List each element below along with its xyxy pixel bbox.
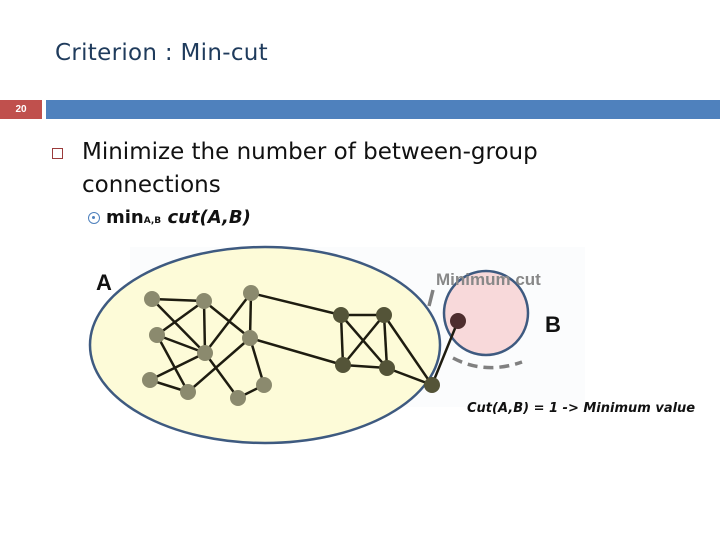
graph-edge <box>250 291 342 317</box>
graph-node <box>335 357 351 373</box>
graph-node <box>379 360 395 376</box>
group-b-label: B <box>545 312 561 337</box>
graph-node <box>144 291 160 307</box>
graph-edge <box>204 292 252 354</box>
bullet-text: Minimize the number of between-group con… <box>82 139 538 198</box>
cut-line-top <box>427 289 435 307</box>
graph-node <box>230 390 246 406</box>
cut-caption: Cut(A,B) = 1 -> Minimum value <box>467 401 696 416</box>
group-b-region <box>442 269 530 357</box>
graph-edge <box>187 337 251 393</box>
graph-edge <box>203 300 251 339</box>
graph-edge <box>430 320 460 386</box>
slide-title: Criterion : Min-cut <box>55 40 268 66</box>
header-accent-bar <box>46 100 720 119</box>
square-bullet-icon <box>52 148 63 159</box>
graph-node <box>333 307 349 323</box>
graph-node <box>142 372 158 388</box>
graph-node <box>243 285 259 301</box>
graph-edge <box>386 366 433 387</box>
formula-subscript: A,B <box>143 216 162 226</box>
minimum-cut-label: Minimum cut <box>436 270 541 289</box>
graph-edge <box>151 297 205 303</box>
graph-edge <box>151 298 206 354</box>
circle-bullet-icon <box>88 212 100 224</box>
graph-edge <box>203 352 240 399</box>
graph-edge <box>156 299 205 337</box>
graph-edge <box>156 333 206 355</box>
graph-edge <box>249 336 344 367</box>
graph-node <box>149 327 165 343</box>
graph-node <box>197 345 213 361</box>
slide-number: 20 <box>0 100 42 119</box>
graph-nodes <box>142 285 466 406</box>
graph-node <box>256 377 272 393</box>
graph-edge <box>342 314 385 366</box>
formula-expression: cut(A,B) <box>161 207 251 228</box>
formula-min: min <box>106 207 144 228</box>
graph-node <box>180 384 196 400</box>
group-a-label: A <box>96 270 112 295</box>
graph-node <box>242 330 258 346</box>
graph-node <box>450 313 466 329</box>
graph-edge <box>340 314 388 369</box>
graph-edge <box>155 334 190 393</box>
graph-edge <box>202 300 207 354</box>
cut-line-bottom <box>452 356 523 370</box>
graph-edge <box>149 351 206 382</box>
sub-bullet-formula: minA,B cut(A,B) <box>106 207 251 228</box>
graph-node <box>376 307 392 323</box>
graph-edge <box>382 314 389 369</box>
graph-edge <box>248 337 266 386</box>
graph-edge <box>339 314 345 366</box>
graph-node <box>424 377 440 393</box>
graph-edge <box>382 314 434 386</box>
group-a-region <box>88 245 442 445</box>
graph-edges <box>149 291 460 400</box>
graph-node <box>196 293 212 309</box>
